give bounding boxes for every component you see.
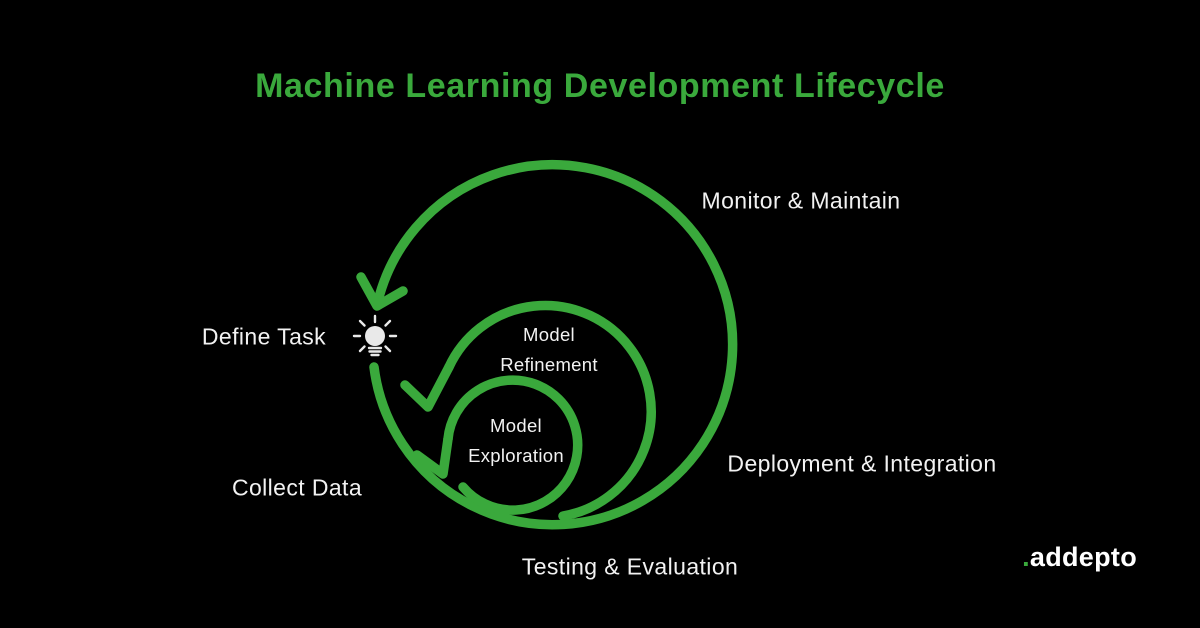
stage-label-collect-data: Collect Data: [231, 474, 363, 501]
outer-loop-arrow-icon: [356, 272, 408, 311]
model-exploration-line1: Model: [490, 415, 542, 436]
middle-loop-arc: [444, 300, 656, 521]
logo-dot: .: [1022, 542, 1030, 572]
logo-text: addepto: [1029, 542, 1137, 572]
model-refinement-line1: Model: [523, 324, 575, 345]
inner-loop-arc: [443, 375, 583, 515]
middle-loop-arrow-icon: [400, 362, 454, 412]
inner-loop-arrow-icon: [412, 434, 453, 479]
lightbulb-icon: [352, 314, 398, 357]
model-refinement-line2: Refinement: [500, 354, 598, 375]
model-exploration-line2: Exploration: [468, 445, 564, 466]
stage-label-deployment-integration: Deployment & Integration: [727, 450, 997, 477]
outer-loop-arc: [369, 160, 738, 530]
stage-label-testing-evaluation: Testing & Evaluation: [521, 553, 739, 580]
stage-label-define-task: Define Task: [201, 323, 327, 350]
page-title: Machine Learning Development Lifecycle: [255, 67, 945, 105]
stage-label-model-refinement: Model Refinement: [500, 320, 598, 380]
stage-label-monitor-maintain: Monitor & Maintain: [701, 187, 901, 214]
stage-label-model-exploration: Model Exploration: [468, 411, 564, 471]
addepto-logo: .addepto: [1022, 542, 1137, 573]
